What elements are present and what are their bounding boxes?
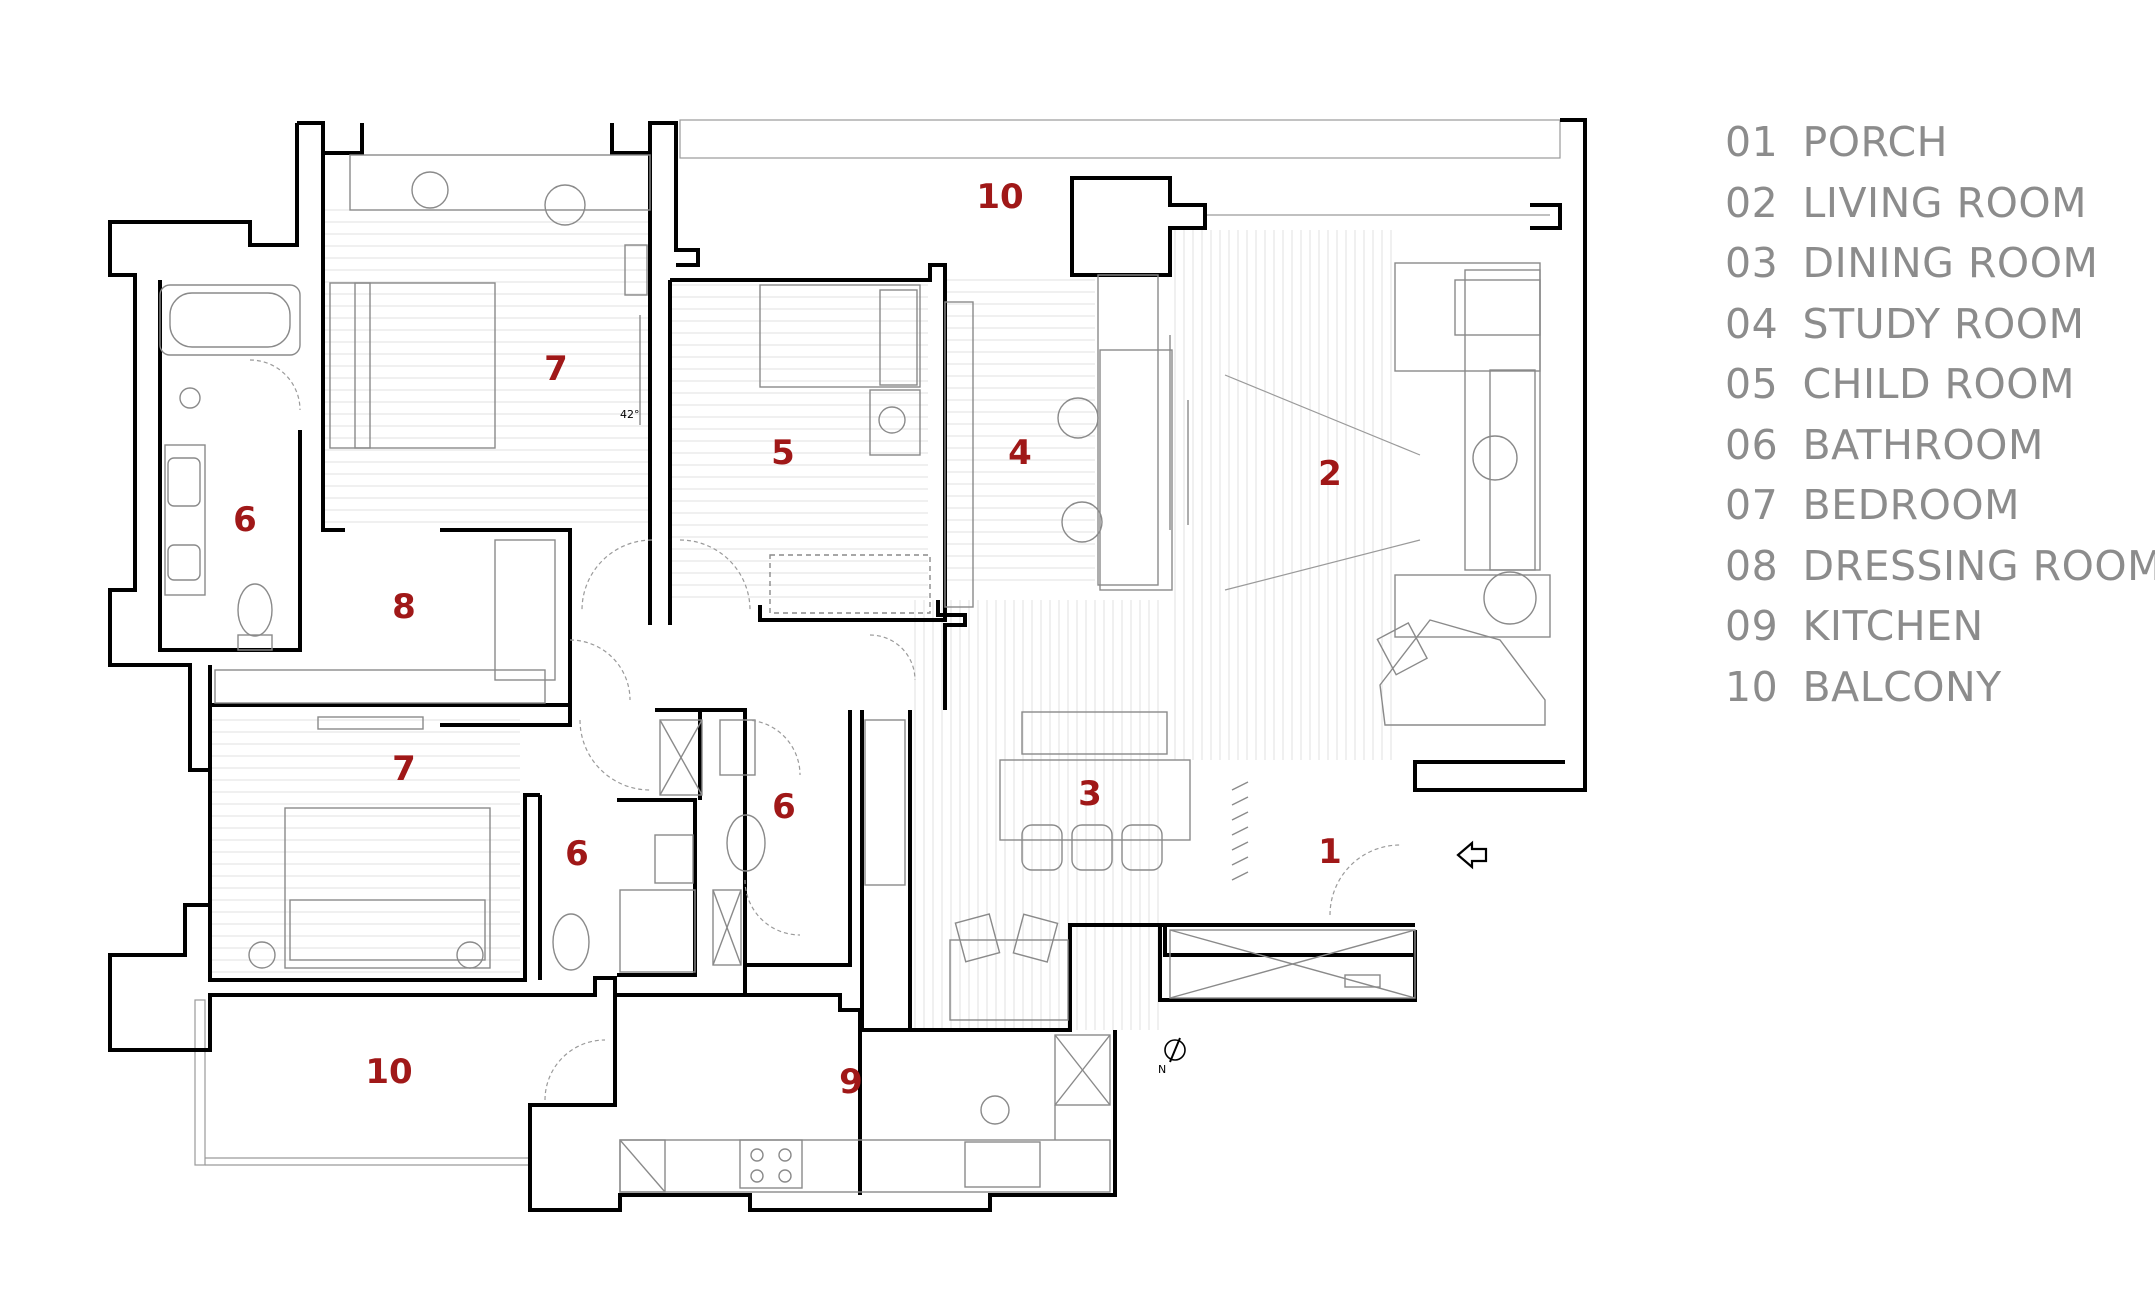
legend-code: 09 — [1725, 602, 1779, 650]
legend-name: BEDROOM — [1802, 481, 2021, 529]
north-label: N — [1158, 1063, 1166, 1076]
legend-code: 10 — [1725, 662, 1779, 711]
legend-code: 05 — [1725, 360, 1779, 408]
room-number-study: 4 — [1008, 433, 1032, 473]
room-number-bedroom-second: 7 — [392, 749, 416, 789]
room-number-bathroom-mid: 6 — [772, 787, 796, 827]
room-number-dressing: 8 — [392, 587, 416, 627]
legend-name: DRESSING ROOM — [1802, 541, 2155, 590]
room-number-bedroom-master: 7 — [544, 349, 568, 389]
legend-item: 04 STUDY ROOM — [1725, 294, 2155, 355]
legend-name: BATHROOM — [1802, 420, 2044, 469]
room-number-bathroom-master: 6 — [233, 500, 257, 540]
legend-item: 09 KITCHEN — [1725, 596, 2155, 657]
angle-annotation: 42° — [620, 408, 640, 421]
room-number-bathroom-small: 6 — [565, 834, 589, 874]
legend-name: LIVING ROOM — [1802, 178, 2087, 227]
room-number-kitchen: 9 — [839, 1062, 863, 1102]
room-numbers: 1 2 3 4 5 6 6 6 7 7 8 9 10 10 — [233, 177, 1342, 1102]
room-number-dining: 3 — [1078, 774, 1102, 814]
legend-item: 03 DINING ROOM — [1725, 233, 2155, 294]
legend-item: 05 CHILD ROOM — [1725, 354, 2155, 415]
legend-code: 06 — [1725, 420, 1779, 469]
legend-name: CHILD ROOM — [1802, 360, 2075, 408]
legend-item: 06 BATHROOM — [1725, 415, 2155, 476]
legend-name: BALCONY — [1802, 662, 2002, 711]
walls — [108, 118, 1587, 1212]
legend-code: 04 — [1725, 299, 1779, 348]
room-number-balcony-top: 10 — [976, 177, 1023, 217]
legend-code: 02 — [1725, 178, 1779, 227]
legend-code: 07 — [1725, 481, 1779, 529]
entry-arrow-icon — [1456, 840, 1488, 870]
north-arrow-icon: N — [1158, 1037, 1186, 1076]
room-number-child: 5 — [771, 433, 795, 473]
legend-name: KITCHEN — [1802, 602, 1984, 650]
door-swings — [249, 359, 1401, 1101]
furniture — [159, 154, 1551, 1193]
legend-name: STUDY ROOM — [1802, 299, 2085, 348]
legend-name: PORCH — [1802, 118, 1948, 166]
legend-item: 10 BALCONY — [1725, 657, 2155, 718]
legend-item: 08 DRESSING ROOM — [1725, 536, 2155, 597]
room-number-living: 2 — [1318, 454, 1342, 494]
room-number-porch: 1 — [1318, 832, 1342, 872]
room-number-balcony-bottom: 10 — [365, 1052, 412, 1092]
person-figure-icon — [411, 171, 449, 209]
legend-code: 03 — [1725, 239, 1779, 287]
legend-name: DINING ROOM — [1802, 239, 2099, 287]
legend-item: 01 PORCH — [1725, 112, 2155, 173]
legend-item: 07 BEDROOM — [1725, 475, 2155, 536]
person-figure-icon — [1472, 435, 1518, 481]
legend-item: 02 LIVING ROOM — [1725, 173, 2155, 234]
balcony-rails — [194, 119, 1561, 1166]
person-figure-icon — [980, 1095, 1010, 1125]
legend-code: 01 — [1725, 118, 1779, 166]
legend-code: 08 — [1725, 541, 1779, 590]
